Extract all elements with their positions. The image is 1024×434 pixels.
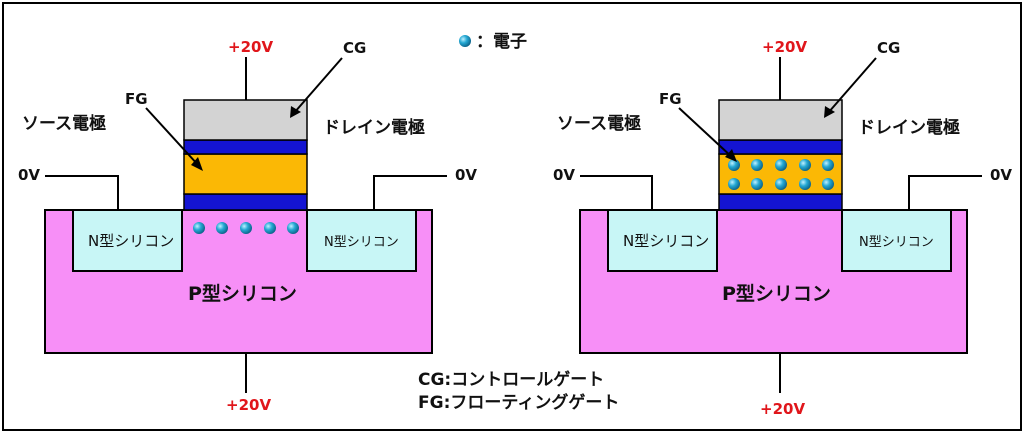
left-channel-electrons bbox=[193, 222, 299, 234]
electron bbox=[799, 178, 811, 190]
left-n-silicon-source bbox=[72, 209, 183, 272]
left-cg-arrowhead bbox=[290, 106, 301, 118]
left-p-silicon-label: P型シリコン bbox=[188, 282, 297, 305]
right-cg-label: CG bbox=[877, 39, 900, 57]
legend-electron-label: ：電子 bbox=[476, 32, 527, 52]
left-floating-gate bbox=[183, 153, 308, 195]
right-source-wire bbox=[580, 175, 653, 210]
electron bbox=[751, 159, 763, 171]
right-substrate-voltage: +20V bbox=[760, 400, 805, 418]
right-fg-pointer bbox=[678, 107, 734, 159]
fg-definition: FG:フローティングゲート bbox=[418, 392, 619, 413]
left-source-wire bbox=[45, 175, 119, 210]
right-n-silicon-source bbox=[607, 209, 718, 272]
right-control-gate bbox=[718, 99, 843, 141]
left-fg-arrowhead bbox=[191, 157, 203, 171]
left-oxide-bottom bbox=[183, 193, 308, 211]
cg-definition: CG:コントロールゲート bbox=[418, 369, 604, 390]
electron bbox=[751, 178, 763, 190]
left-drain-wire bbox=[373, 175, 447, 210]
right-cell: +20V CG FG ソース電極 ドレイン電極 0V 0V N型シリコン N型シ… bbox=[553, 38, 1012, 418]
electron bbox=[216, 222, 228, 234]
right-drain-wire bbox=[908, 175, 982, 210]
left-n-silicon-source-label: N型シリコン bbox=[88, 232, 174, 250]
electron bbox=[822, 159, 834, 171]
right-oxide-top bbox=[718, 139, 843, 155]
left-cg-label: CG bbox=[343, 39, 366, 57]
left-fg-label: FG bbox=[125, 90, 148, 108]
left-n-silicon-drain-label: N型シリコン bbox=[324, 235, 399, 250]
left-substrate-voltage: +20V bbox=[226, 396, 271, 414]
right-gate-voltage: +20V bbox=[762, 38, 807, 56]
electron bbox=[799, 159, 811, 171]
left-source-label: ソース電極 bbox=[22, 113, 106, 134]
left-drain-label: ドレイン電極 bbox=[323, 117, 425, 138]
right-cg-pointer bbox=[827, 57, 877, 114]
left-source-voltage: 0V bbox=[18, 166, 40, 184]
right-oxide-bottom bbox=[718, 193, 843, 211]
electron bbox=[240, 222, 252, 234]
electron bbox=[728, 159, 740, 171]
right-n-silicon-source-label: N型シリコン bbox=[623, 232, 709, 250]
right-drain-label: ドレイン電極 bbox=[858, 117, 960, 138]
electron bbox=[775, 178, 787, 190]
electron bbox=[193, 222, 205, 234]
right-n-silicon-drain bbox=[841, 209, 952, 272]
right-n-silicon-drain-label: N型シリコン bbox=[859, 235, 934, 250]
electron bbox=[775, 159, 787, 171]
left-drain-voltage: 0V bbox=[455, 166, 477, 184]
left-gate-voltage: +20V bbox=[228, 38, 273, 56]
right-source-label: ソース電極 bbox=[557, 113, 641, 134]
electron bbox=[287, 222, 299, 234]
electron bbox=[822, 178, 834, 190]
electron bbox=[264, 222, 276, 234]
right-drain-voltage: 0V bbox=[990, 166, 1012, 184]
left-n-silicon-drain bbox=[306, 209, 417, 272]
right-source-voltage: 0V bbox=[553, 166, 575, 184]
left-control-gate bbox=[183, 99, 308, 141]
left-fg-pointer bbox=[145, 107, 200, 167]
electron bbox=[728, 178, 740, 190]
right-cg-arrowhead bbox=[824, 106, 835, 118]
left-oxide-top bbox=[183, 139, 308, 155]
right-p-silicon-label: P型シリコン bbox=[722, 282, 831, 305]
left-cell: +20V CG FG ソース電極 ドレイン電極 0V 0V N型シリコン N型シ… bbox=[18, 38, 477, 414]
right-fg-label: FG bbox=[659, 90, 682, 108]
right-fg-arrowhead bbox=[725, 149, 737, 162]
left-cg-pointer bbox=[293, 57, 343, 114]
legend-electron-icon bbox=[459, 35, 471, 47]
right-fg-electrons bbox=[728, 159, 834, 190]
